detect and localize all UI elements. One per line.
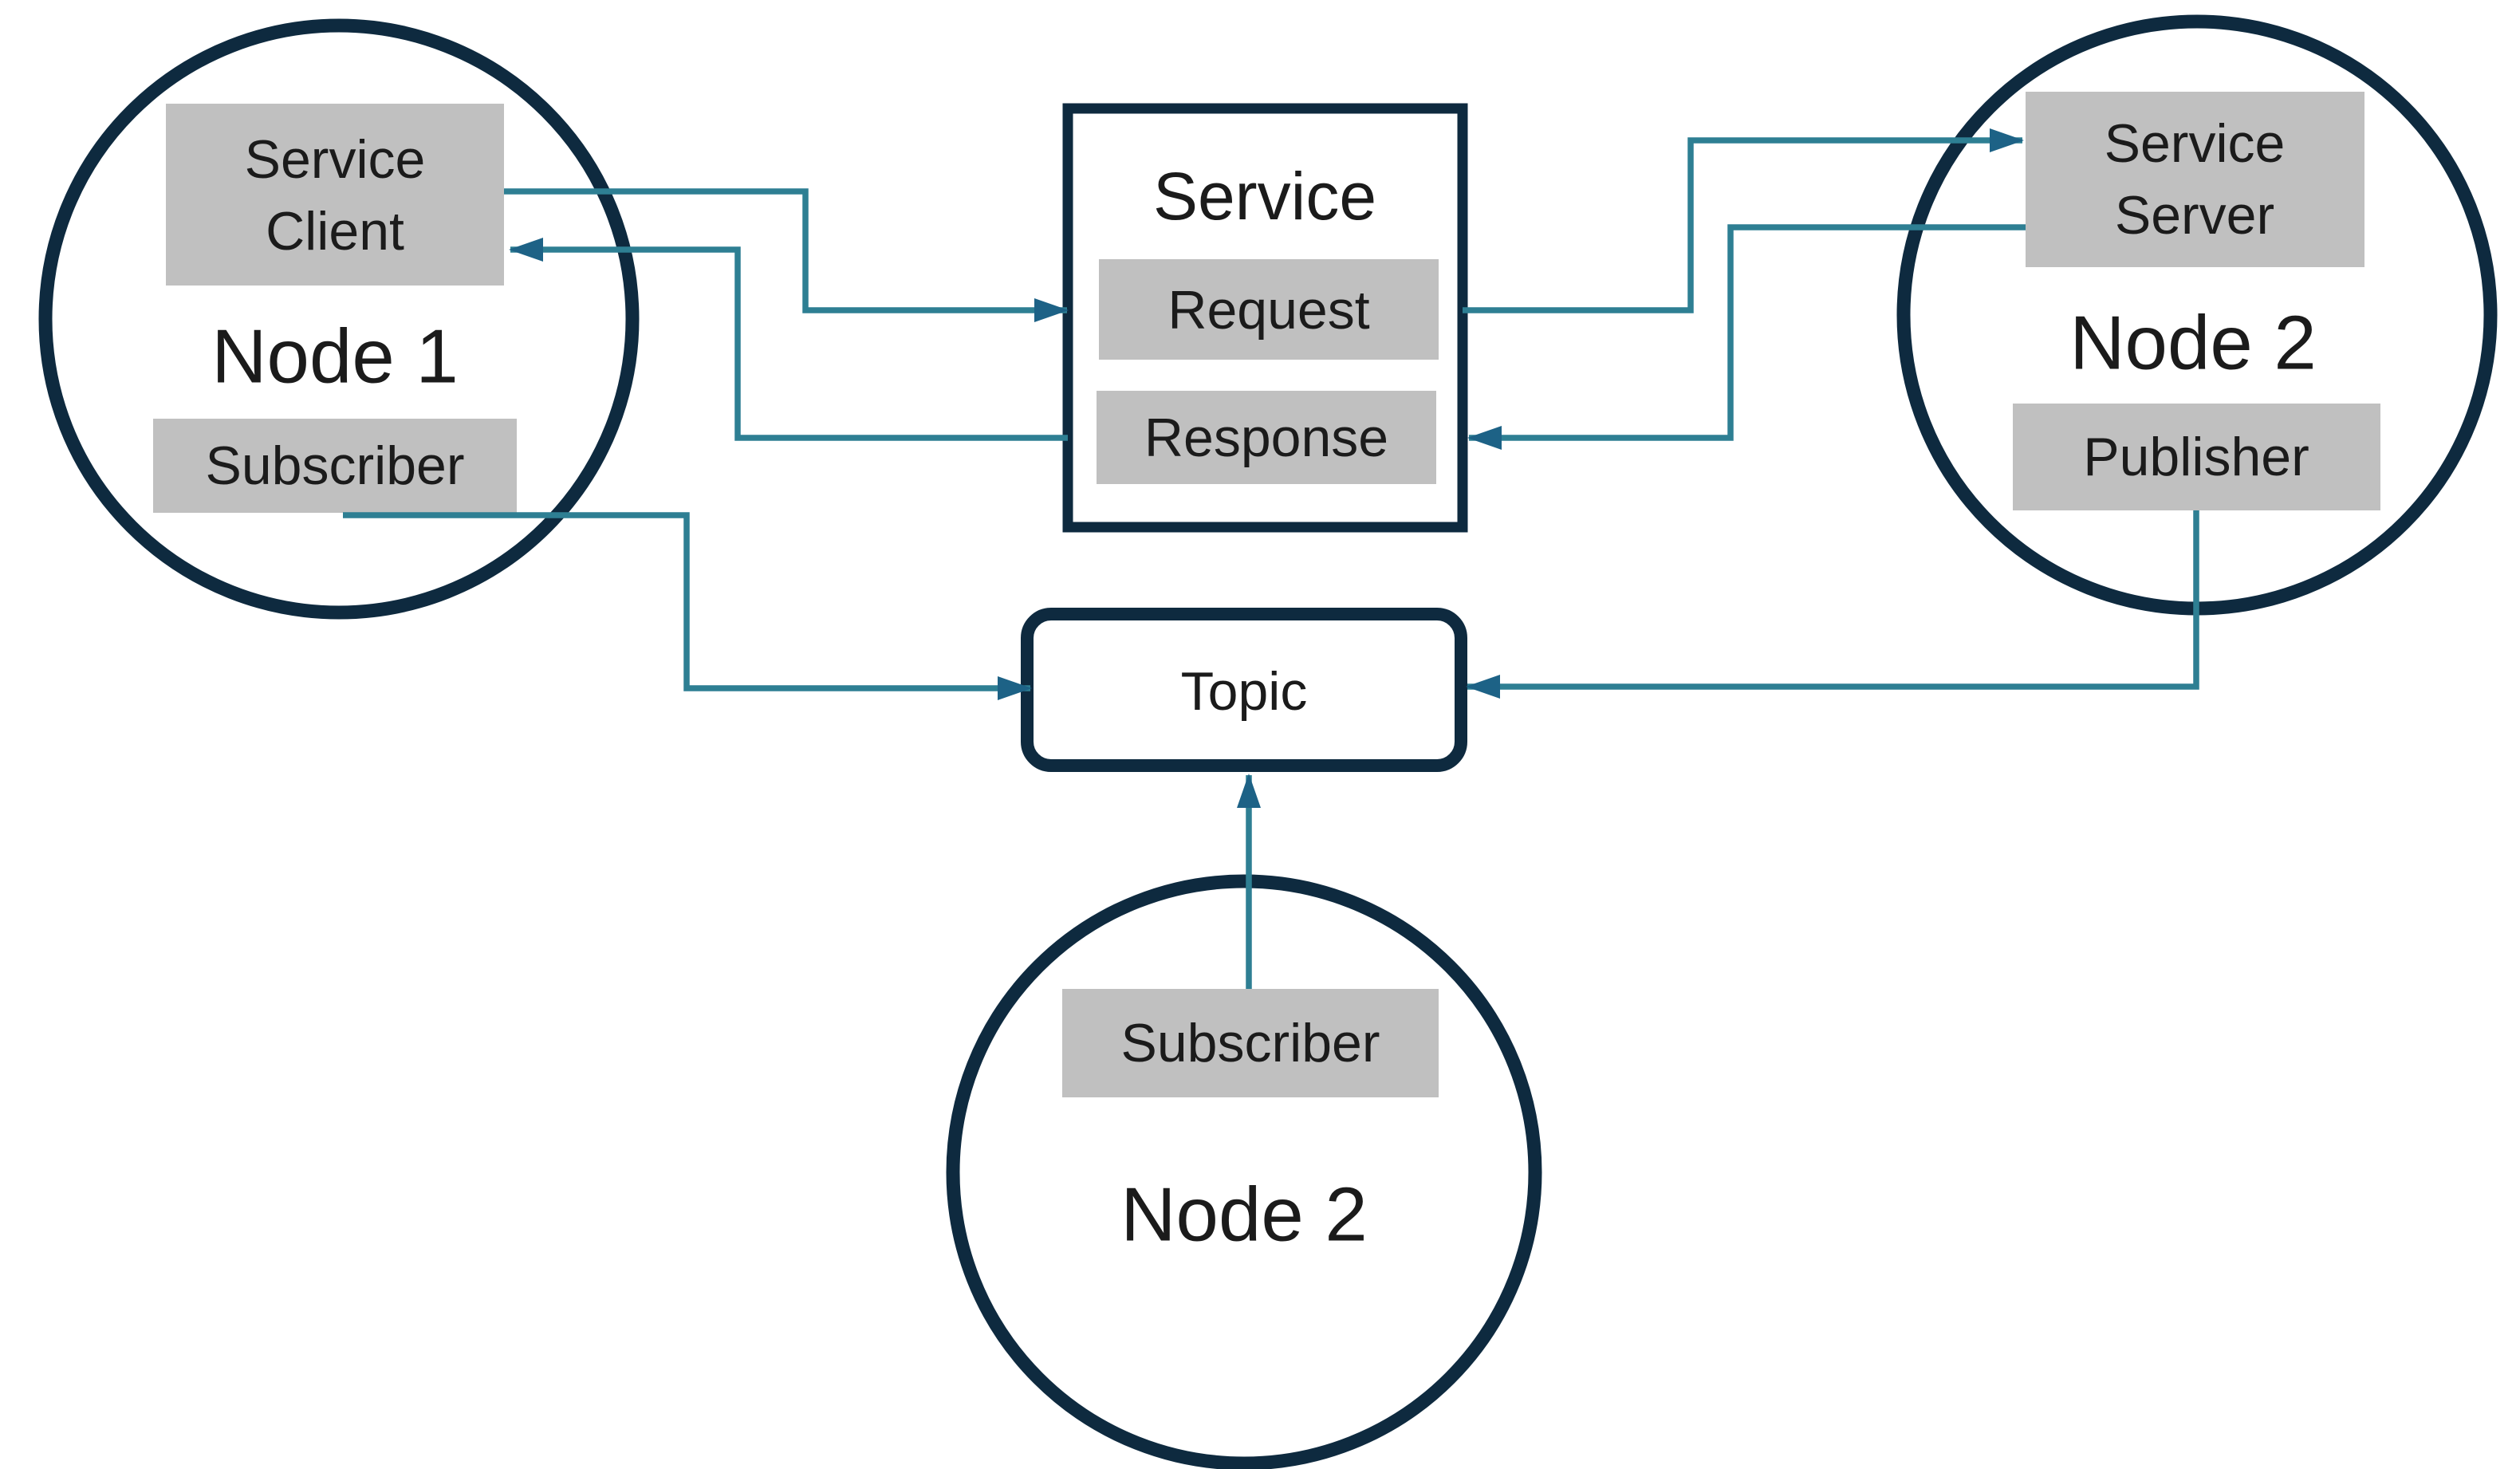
arrow-response-to-service-client	[509, 238, 1068, 441]
arrow-request-to-service-server	[1463, 128, 2024, 313]
topic-label: Topic	[1181, 661, 1308, 722]
node2-bottom-subscriber-box	[1062, 989, 1439, 1097]
service-client-label-line1: Service	[245, 129, 426, 190]
node1-subscriber-box	[153, 419, 517, 513]
service-server-label-line1: Service	[2105, 113, 2286, 174]
arrow-service-client-to-request	[504, 188, 1069, 322]
node1-subscriber-label: Subscriber	[205, 435, 464, 496]
request-label: Request	[1167, 280, 1369, 341]
node1-label: Node 1	[211, 314, 459, 400]
response-label: Response	[1144, 408, 1388, 468]
service-client-box	[166, 104, 504, 286]
request-box	[1099, 259, 1439, 360]
arrow-publisher-to-topic	[1466, 510, 2199, 699]
node2-top-label: Node 2	[2069, 301, 2317, 386]
service-server-box	[2026, 92, 2364, 267]
node2-bottom-subscriber-label: Subscriber	[1120, 1013, 1380, 1073]
service-server-label-line2: Server	[2115, 185, 2274, 246]
publisher-label: Publisher	[2083, 427, 2309, 487]
arrow-service-server-to-response	[1467, 224, 2026, 450]
arrow-node1-subscriber-to-topic	[343, 512, 1032, 700]
response-box	[1097, 391, 1436, 484]
publisher-box	[2013, 404, 2380, 510]
service-title: Service	[1153, 159, 1376, 234]
service-client-label-line2: Client	[266, 201, 404, 262]
node2-bottom-label: Node 2	[1120, 1172, 1368, 1258]
